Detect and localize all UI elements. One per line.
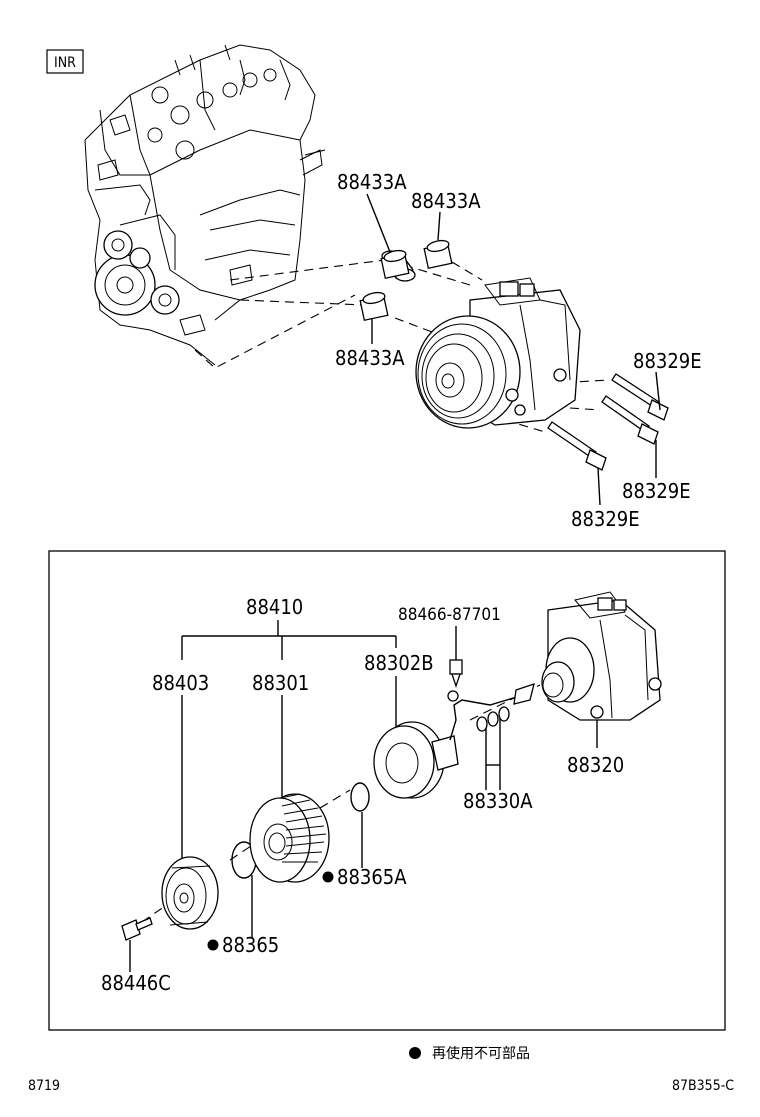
bushing-top-left	[380, 249, 416, 282]
label-bolt-1: 88329E	[633, 349, 702, 373]
label-pulley: 88301	[252, 671, 309, 695]
legend-text: 再使用不可部品	[432, 1045, 530, 1062]
bushing-top-right	[423, 239, 453, 270]
footer-right-code: 87B355-C	[672, 1078, 734, 1094]
label-clutch-assy: 88410	[246, 595, 303, 619]
part-ground-screw	[447, 659, 463, 702]
detail-frame	[48, 550, 726, 1031]
bolt-middle	[601, 395, 659, 445]
compressor-assembly-top	[415, 277, 581, 429]
part-compressor	[541, 591, 662, 721]
footer-left-code: 8719	[28, 1078, 60, 1094]
label-shim: 88330A	[463, 789, 533, 813]
non-reusable-dot-88365a	[322, 871, 334, 883]
label-bolt-hub: 88446C	[101, 971, 171, 995]
engine-code-text: INR	[54, 55, 76, 71]
label-bushing-3: 88433A	[335, 346, 405, 370]
label-bolt-2: 88329E	[622, 479, 691, 503]
part-hub	[161, 856, 219, 930]
legend-dot	[409, 1047, 421, 1059]
label-stator: 88302B	[364, 651, 434, 675]
label-bushing-2: 88433A	[411, 189, 481, 213]
part-stator	[373, 683, 535, 799]
legend: 再使用不可部品	[409, 1045, 530, 1062]
non-reusable-dot-88365	[207, 939, 219, 951]
label-screw: 88466-87701	[398, 605, 501, 625]
bolt-lower	[547, 421, 607, 471]
part-pulley	[249, 793, 330, 883]
engine-code-badge: INR	[46, 49, 84, 74]
label-hub: 88403	[152, 671, 209, 695]
label-bushing-1: 88433A	[337, 170, 407, 194]
top-leader-lines	[366, 193, 661, 506]
engine-illustration	[84, 44, 326, 366]
label-snap-ring: 88365	[222, 933, 279, 957]
clutch-assembly-bracket	[181, 620, 397, 660]
part-snap-ring-a	[350, 782, 370, 812]
label-compressor: 88320	[567, 753, 624, 777]
detail-leader-lines	[129, 626, 598, 972]
bushing-lower	[359, 291, 389, 322]
engine-pulleys	[94, 230, 180, 316]
bolt-upper	[611, 373, 669, 421]
label-bolt-3: 88329E	[571, 507, 640, 531]
part-shims	[476, 706, 510, 732]
label-snap-ring-a: 88365A	[337, 865, 407, 889]
part-hub-bolt	[121, 917, 153, 941]
